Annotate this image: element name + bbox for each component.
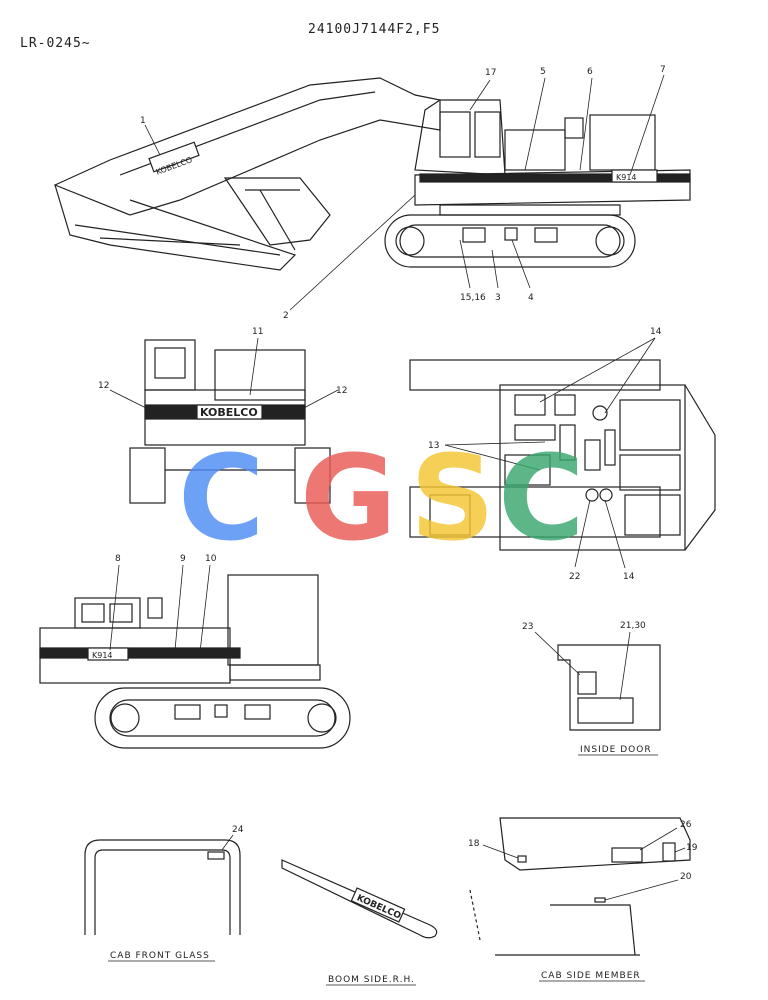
boom-side-title: BOOM SIDE.R.H. xyxy=(328,975,415,985)
boom-side-view: KOBELCO xyxy=(281,859,438,939)
callout-7: 7 xyxy=(660,65,666,75)
callout-4: 4 xyxy=(528,293,534,303)
callout-12-left: 12 xyxy=(98,381,109,391)
cab-side-member-title: CAB SIDE MEMBER xyxy=(541,971,641,981)
watermark-letter-c1: C xyxy=(178,429,265,567)
callout-2: 2 xyxy=(283,311,289,321)
callout-21-30: 21,30 xyxy=(620,621,646,631)
cab-front-glass-view xyxy=(84,834,241,935)
inside-door-view xyxy=(534,631,661,731)
cab-side-member-view xyxy=(469,817,691,956)
callout-14-bottom: 14 xyxy=(623,572,635,582)
watermark: C G S C xyxy=(178,438,598,558)
callout-1: 1 xyxy=(140,116,146,126)
side-member-plate xyxy=(611,847,643,863)
callout-12-right: 12 xyxy=(336,386,347,396)
model-badge-text: K914 xyxy=(616,173,637,182)
callout-18: 18 xyxy=(468,839,480,849)
boom-decal xyxy=(148,141,200,173)
excavator-side-view: KOBELCO K914 xyxy=(53,77,691,271)
top-view xyxy=(409,359,716,551)
callout-22: 22 xyxy=(569,572,580,582)
callout-26: 26 xyxy=(680,820,692,830)
rear-logo xyxy=(196,404,263,420)
callout-9: 9 xyxy=(180,554,186,564)
rear-logo-text: KOBELCO xyxy=(200,406,258,419)
callout-13: 13 xyxy=(428,441,439,451)
model-badge xyxy=(611,169,658,183)
left-side-view: K914 xyxy=(39,574,351,749)
watermark-letter-g: G xyxy=(300,429,397,567)
side-stripe xyxy=(419,173,691,183)
callout-20: 20 xyxy=(680,872,692,882)
part-number: 24100J7144F2,F5 xyxy=(308,22,441,37)
rear-view: KOBELCO xyxy=(129,339,331,504)
callout-15-16: 15,16 xyxy=(460,293,486,303)
callout-5: 5 xyxy=(540,67,546,77)
callout-8: 8 xyxy=(115,554,121,564)
callout-24: 24 xyxy=(232,825,244,835)
inside-door-plate xyxy=(577,697,634,724)
left-model-badge xyxy=(87,647,129,661)
callout-17: 17 xyxy=(485,68,496,78)
main-leaders xyxy=(144,74,665,311)
callout-3: 3 xyxy=(495,293,501,303)
left-model-text: K914 xyxy=(92,651,113,660)
callout-11: 11 xyxy=(252,327,263,337)
callout-6: 6 xyxy=(587,67,593,77)
front-glass-sticker xyxy=(207,851,225,860)
callout-14-top: 14 xyxy=(650,327,662,337)
callout-23: 23 xyxy=(522,622,533,632)
inside-door-title: INSIDE DOOR xyxy=(580,745,652,755)
watermark-letter-s: S xyxy=(410,429,495,567)
series-code: LR-0245~ xyxy=(20,36,91,51)
callout-10: 10 xyxy=(205,554,217,564)
callout-19: 19 xyxy=(686,843,698,853)
left-stripe xyxy=(39,647,241,659)
cab-front-glass-title: CAB FRONT GLASS xyxy=(110,951,210,961)
watermark-letter-c2: C xyxy=(498,429,585,567)
boom-side-decal xyxy=(350,887,406,923)
